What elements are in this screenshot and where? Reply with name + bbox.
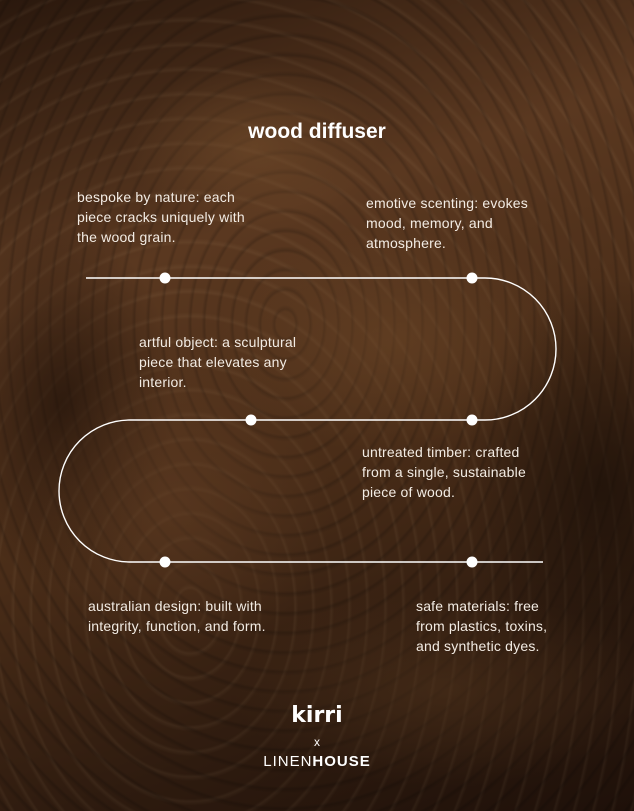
feature-safe: safe materials: free from plastics, toxi…: [416, 598, 548, 654]
kirri-logo: kirri: [291, 703, 343, 728]
linenhouse-logo-linen: LINEN: [263, 753, 313, 770]
collab-x: x: [314, 735, 320, 749]
feature-artful: artful object: a sculptural piece that e…: [139, 334, 297, 390]
timeline-line: [58, 277, 557, 563]
feature-emotive: emotive scenting: evokes mood, memory, a…: [366, 195, 528, 251]
linenhouse-logo: LINENHOUSE: [0, 753, 634, 770]
timeline-dot-australian: [159, 556, 171, 568]
timeline-dot-untreated: [466, 414, 478, 426]
feature-untreated: untreated timber: crafted from a single,…: [362, 444, 526, 500]
timeline-dot-emotive: [466, 272, 478, 284]
feature-bespoke: bespoke by nature: each piece cracks uni…: [77, 189, 245, 245]
feature-australian: australian design: built with integrity,…: [88, 598, 266, 634]
timeline-dot-bespoke: [159, 272, 171, 284]
timeline-dot-artful: [245, 414, 257, 426]
page-title: wood diffuser: [248, 120, 386, 143]
timeline-dot-safe: [466, 556, 478, 568]
linenhouse-logo-house: HOUSE: [312, 753, 371, 770]
